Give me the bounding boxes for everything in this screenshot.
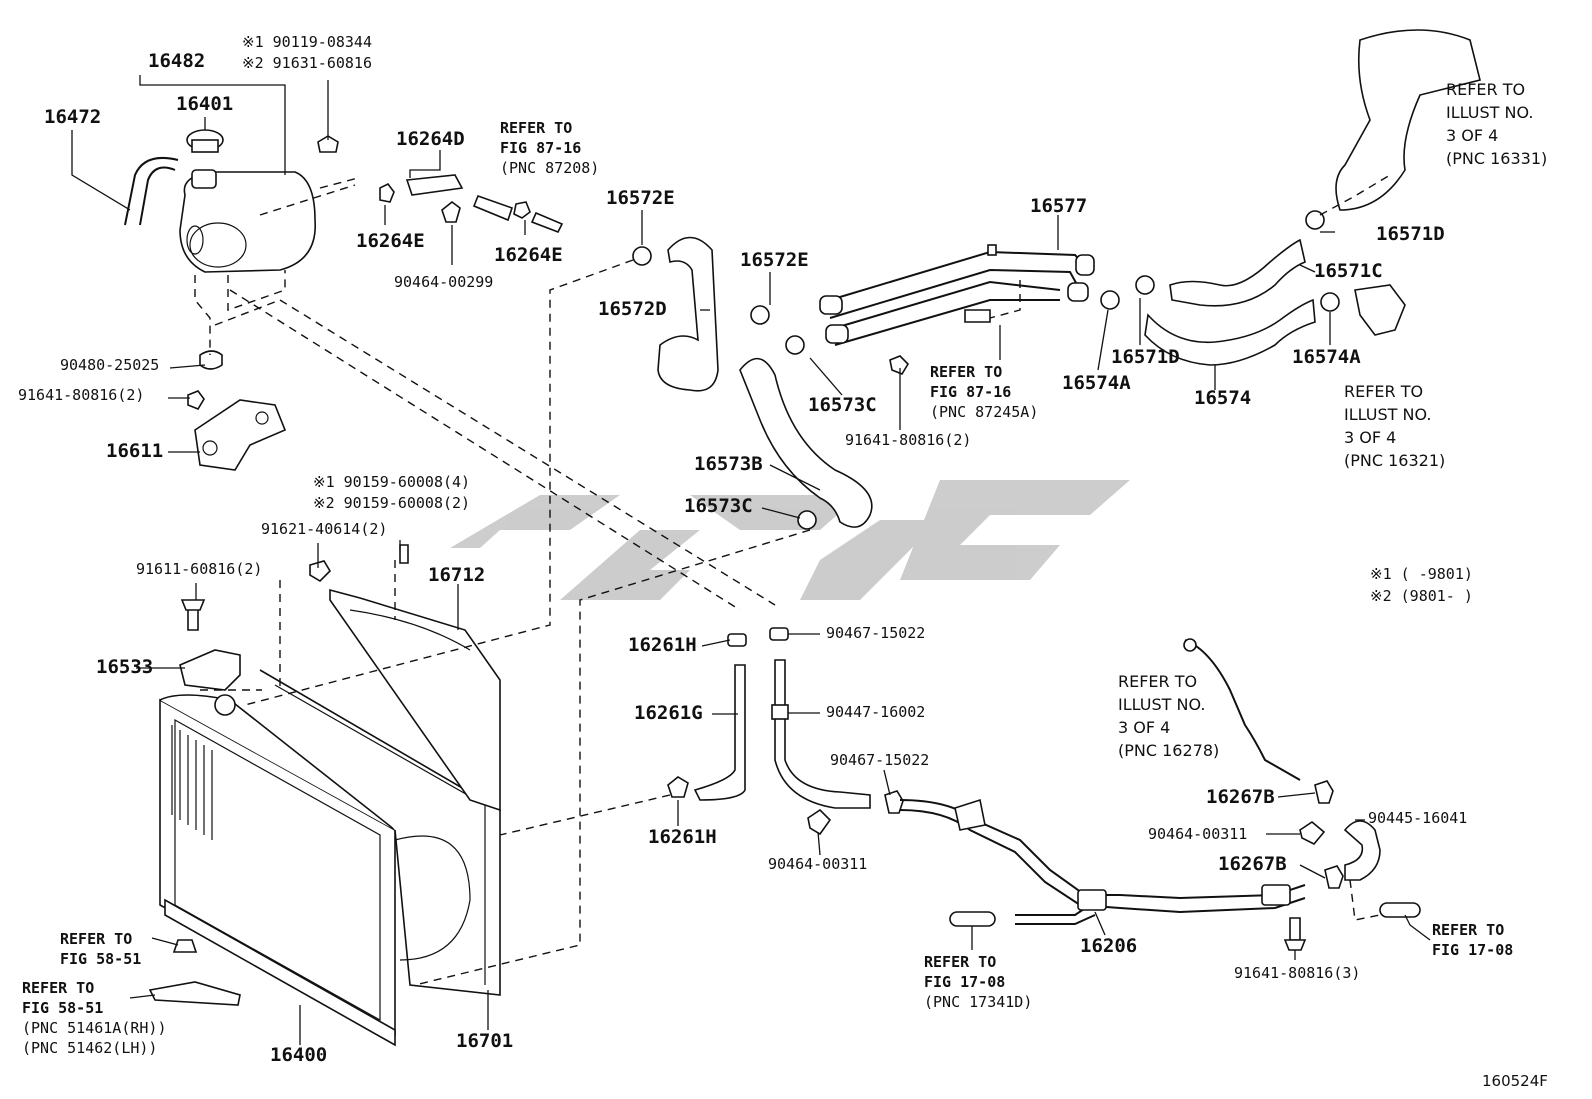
note-star1-range: ※1 ( -9801) bbox=[1370, 565, 1473, 583]
label-16533: 16533 bbox=[96, 656, 154, 678]
radiator-16400 bbox=[159, 694, 396, 1047]
hose-16571C bbox=[1169, 238, 1306, 307]
label-16571D-top: 16571D bbox=[1376, 223, 1445, 245]
label-90467-15022-bottom: 90467-15022 bbox=[830, 751, 930, 769]
label-90480-25025: 90480-25025 bbox=[60, 356, 160, 374]
label-90119-08344: ※1 90119-08344 bbox=[242, 33, 372, 51]
label-16261H-bottom: 16261H bbox=[648, 826, 717, 848]
label-91631-60816: ※2 91631-60816 bbox=[242, 54, 372, 72]
label-16482: 16482 bbox=[148, 50, 206, 72]
label-16267B-top: 16267B bbox=[1206, 786, 1275, 808]
leader-lines bbox=[71, 75, 1431, 1045]
pipe-16577 bbox=[819, 244, 1095, 346]
label-16574A-left: 16574A bbox=[1062, 372, 1131, 394]
note-star2-range: ※2 (9801- ) bbox=[1370, 587, 1473, 605]
hose-16574 bbox=[1144, 298, 1316, 366]
label-91641-80816-2-left: 91641-80816(2) bbox=[18, 386, 145, 404]
water-inlet-fitting bbox=[1354, 284, 1406, 336]
label-16401: 16401 bbox=[176, 93, 234, 115]
label-16577: 16577 bbox=[1030, 195, 1088, 217]
label-16571C: 16571C bbox=[1314, 260, 1383, 282]
label-90464-00299: 90464-00299 bbox=[394, 273, 494, 291]
label-16264D: 16264D bbox=[396, 128, 465, 150]
label-16572E-top: 16572E bbox=[606, 187, 675, 209]
label-16712: 16712 bbox=[428, 564, 486, 586]
pipe-16206 bbox=[899, 638, 1306, 925]
label-16206: 16206 bbox=[1080, 935, 1138, 957]
connection-lines bbox=[194, 174, 1391, 986]
label-90467-15022-top: 90467-15022 bbox=[826, 624, 926, 642]
label-90464-00311-right: 90464-00311 bbox=[1148, 825, 1248, 843]
watermark-logo bbox=[450, 480, 1130, 600]
label-16573C-top: 16573C bbox=[808, 394, 877, 416]
hose-90445-16041 bbox=[1343, 820, 1381, 881]
label-91611-60816: 91611-60816(2) bbox=[136, 560, 263, 578]
bracket-16533 bbox=[179, 649, 241, 691]
label-90445-16041: 90445-16041 bbox=[1368, 809, 1468, 827]
label-16573C-bottom: 16573C bbox=[684, 495, 753, 517]
hose-16264-group bbox=[379, 174, 564, 234]
label-16261H-top: 16261H bbox=[628, 634, 697, 656]
hose-90447-16002 bbox=[774, 659, 871, 809]
label-16472: 16472 bbox=[44, 106, 102, 128]
label-16572D: 16572D bbox=[598, 298, 667, 320]
label-16574A-right: 16574A bbox=[1292, 346, 1361, 368]
reservoir-assembly bbox=[124, 129, 339, 370]
label-16701: 16701 bbox=[456, 1030, 514, 1052]
hose-16572D bbox=[657, 236, 719, 392]
label-16571D-bottom: 16571D bbox=[1111, 346, 1180, 368]
fan-16712 bbox=[329, 588, 501, 812]
label-16572E-mid: 16572E bbox=[740, 249, 809, 271]
label-90159-60008-2: ※2 90159-60008(2) bbox=[313, 494, 471, 512]
label-91641-80816-2-right: 91641-80816(2) bbox=[845, 431, 972, 449]
hose-16261G bbox=[693, 664, 746, 801]
bracket-16611 bbox=[194, 399, 287, 471]
label-16264E-right: 16264E bbox=[494, 244, 563, 266]
label-16573B: 16573B bbox=[694, 453, 763, 475]
label-16264E-left: 16264E bbox=[356, 230, 425, 252]
label-90159-60008-4: ※1 90159-60008(4) bbox=[313, 473, 471, 491]
water-outlet-housing bbox=[1335, 29, 1481, 211]
hose-16573B bbox=[739, 357, 873, 528]
label-90464-00311-left: 90464-00311 bbox=[768, 855, 868, 873]
label-91641-80816-3: 91641-80816(3) bbox=[1234, 964, 1361, 982]
label-16611: 16611 bbox=[106, 440, 164, 462]
label-91621-40614: 91621-40614(2) bbox=[261, 520, 388, 538]
label-16400: 16400 bbox=[270, 1044, 328, 1066]
label-16267B-bottom: 16267B bbox=[1218, 853, 1287, 875]
illustration-id: 160524F bbox=[1482, 1072, 1548, 1090]
label-16574: 16574 bbox=[1194, 387, 1252, 409]
label-16261G: 16261G bbox=[634, 702, 703, 724]
label-90447-16002: 90447-16002 bbox=[826, 703, 926, 721]
